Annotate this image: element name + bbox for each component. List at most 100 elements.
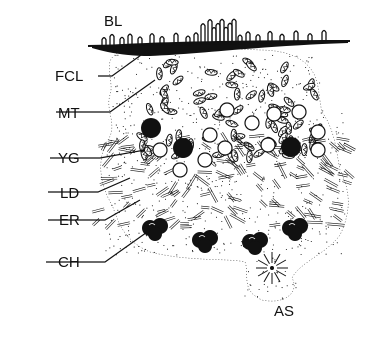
chromatin-blob: [198, 239, 212, 253]
er-cisterna: [239, 164, 246, 174]
stipple-dot: [156, 188, 157, 189]
stipple-dot: [236, 181, 237, 182]
stipple-dot: [242, 98, 243, 99]
stipple-dot: [128, 226, 129, 227]
stipple-dot: [134, 247, 135, 248]
mitochondrion-membrane: [225, 119, 238, 128]
mitochondrion-membrane: [309, 88, 320, 101]
stipple-dot: [220, 73, 221, 74]
stipple-dot: [161, 119, 162, 120]
er-cisterna: [336, 137, 349, 141]
stipple-dot: [274, 186, 275, 187]
stipple-dot: [130, 241, 131, 242]
stipple-dot: [296, 84, 297, 85]
stipple-dot: [309, 201, 310, 202]
stipple-dot: [125, 211, 126, 212]
stipple-dot: [267, 286, 268, 287]
er-cisterna: [297, 166, 305, 171]
mitochondrion: [280, 74, 289, 87]
er-cisterna: [272, 179, 280, 189]
stipple-dot: [250, 207, 251, 208]
stipple-dot: [339, 179, 340, 180]
stipple-dot: [236, 56, 237, 57]
chromatin-cluster: [282, 218, 308, 241]
er-cisterna: [200, 192, 210, 196]
er-cisterna: [170, 199, 177, 207]
er-cisterna: [303, 199, 313, 205]
granule-hollow: [311, 125, 325, 139]
stipple-dot: [132, 166, 133, 167]
stipple-dot: [319, 82, 320, 83]
stipple-dot: [222, 195, 223, 196]
stipple-dot: [229, 184, 230, 185]
stipple-dot: [133, 58, 134, 59]
stipple-dot: [113, 246, 114, 247]
microvillus: [201, 24, 205, 44]
er-cisterna: [342, 180, 352, 185]
er-cisterna: [201, 206, 210, 209]
stipple-dot: [168, 207, 169, 208]
stipple-dot: [306, 203, 307, 204]
stipple-dot: [105, 224, 106, 225]
stipple-dot: [301, 192, 302, 193]
stipple-dot: [317, 158, 318, 159]
stipple-dot: [259, 289, 260, 290]
stipple-dot: [128, 101, 129, 102]
stipple-dot: [223, 243, 224, 244]
stipple-dot: [128, 96, 129, 97]
stipple-dot: [167, 249, 168, 250]
er-cisterna: [269, 223, 280, 227]
mitochondrion: [205, 69, 217, 76]
granule-hollow: [173, 163, 187, 177]
stipple-dot: [138, 252, 139, 253]
stipple-dot: [170, 212, 171, 213]
er-cisterna: [113, 166, 121, 171]
stipple-dot: [219, 86, 220, 87]
stipple-dot: [219, 122, 220, 123]
stipple-dot: [274, 259, 275, 260]
stipple-dot: [208, 109, 209, 110]
stipple-dot: [291, 211, 292, 212]
mitochondrion: [225, 119, 238, 128]
stipple-dot: [152, 194, 153, 195]
mitochondrion-membrane: [156, 68, 162, 80]
stipple-dot: [172, 245, 173, 246]
stipple-dot: [193, 122, 194, 123]
stipple-dot: [296, 174, 297, 175]
stipple-dot: [218, 128, 219, 129]
stipple-dot: [124, 157, 125, 158]
er-cisterna: [344, 169, 354, 179]
stipple-dot: [331, 147, 332, 148]
stipple-dot: [214, 110, 215, 111]
granule-dark: [173, 138, 193, 158]
stipple-dot: [173, 245, 174, 246]
stipple-dot: [125, 235, 126, 236]
stipple-dot: [341, 113, 342, 114]
stipple-dot: [200, 67, 201, 68]
stipple-dot: [118, 176, 119, 177]
er-cisterna: [169, 219, 180, 229]
mitochondrion-membrane: [258, 90, 266, 103]
stipple-dot: [130, 115, 131, 116]
stipple-dot: [162, 119, 163, 120]
stipple-dot: [298, 136, 299, 137]
er-cisterna: [324, 178, 338, 187]
mitochondrion-membrane: [205, 93, 218, 101]
er-cisterna: [224, 216, 232, 229]
stipple-dot: [146, 69, 147, 70]
stipple-dot: [156, 92, 157, 93]
stipple-dot: [248, 271, 249, 272]
stipple-dot: [325, 226, 326, 227]
stipple-dot: [117, 127, 118, 128]
stipple-dot: [316, 119, 317, 120]
stipple-dot: [264, 178, 265, 179]
mitochondrion-membrane: [145, 103, 154, 116]
stipple-dot: [286, 249, 287, 250]
stipple-dot: [340, 164, 341, 165]
stipple-dot: [246, 86, 247, 87]
stipple-dot: [294, 101, 295, 102]
stipple-dot: [175, 55, 176, 56]
stipple-dot: [131, 183, 132, 184]
er-cisterna: [198, 171, 212, 174]
stipple-dot: [264, 77, 265, 78]
